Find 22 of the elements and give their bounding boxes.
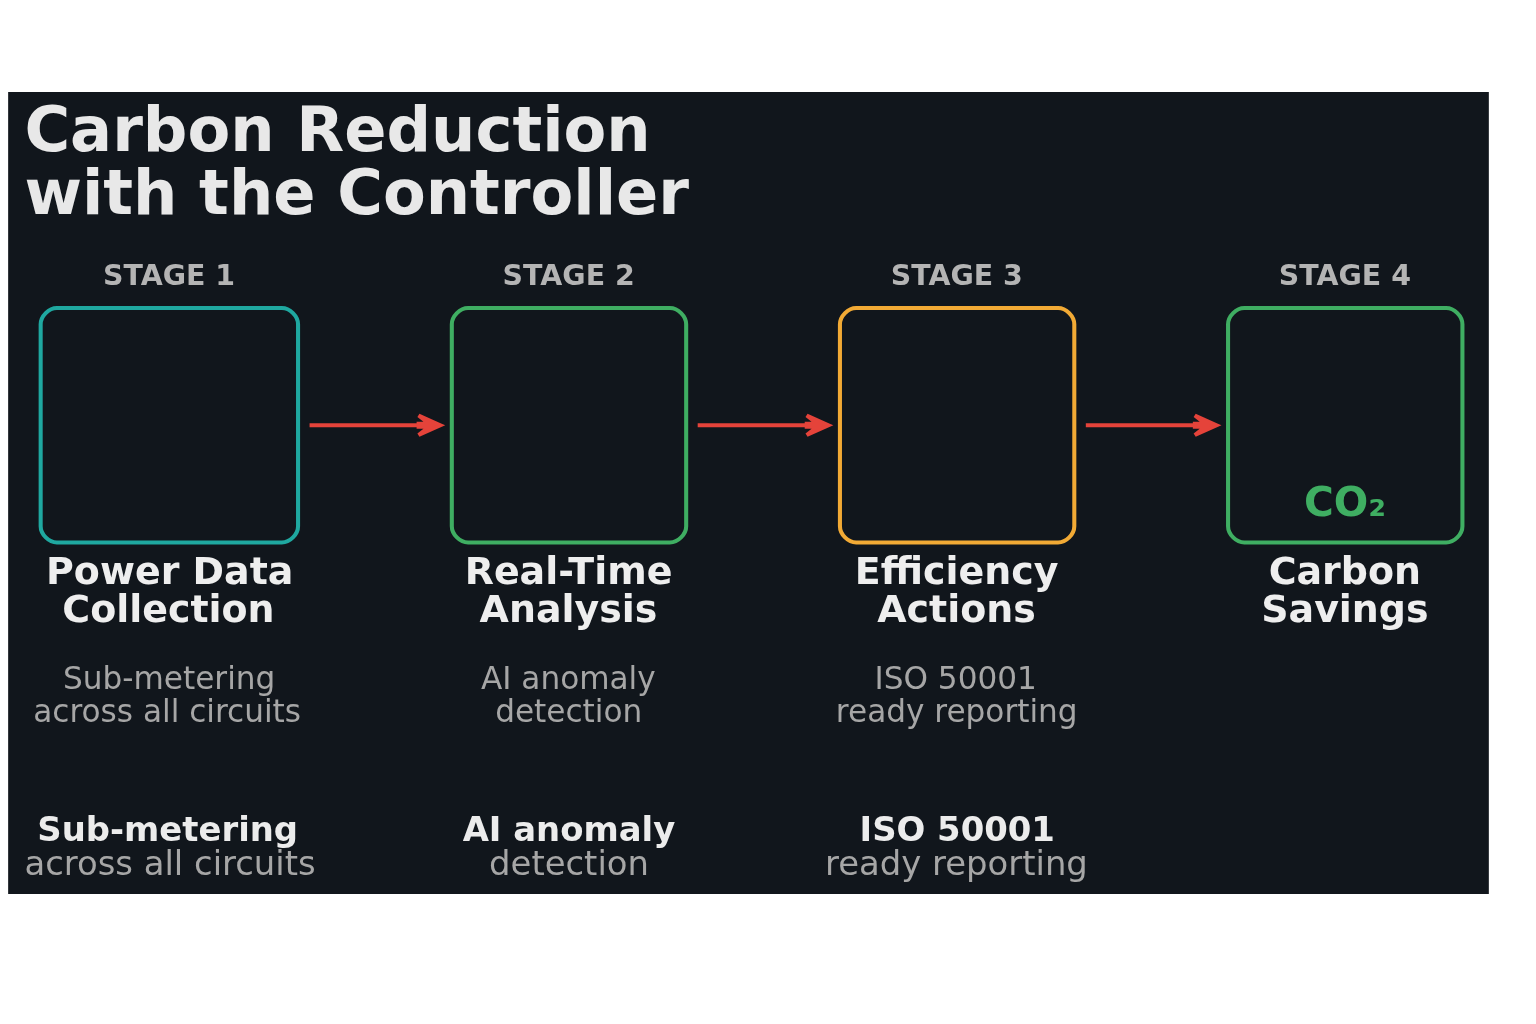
- node-label: STAGE 1: [102, 258, 236, 292]
- node-label: STAGE 2: [502, 258, 635, 292]
- arrow: [309, 412, 443, 437]
- node-box: CO₂: [1226, 305, 1465, 544]
- node-label: STAGE 4: [1278, 258, 1411, 292]
- node-label: AI anomaly detection: [480, 659, 656, 729]
- node-box: [449, 305, 689, 544]
- diagram-title: Carbon Reduction with the Controller: [24, 92, 690, 229]
- label: AI anomaly detection: [462, 809, 676, 883]
- node-label: Power Data Collection: [46, 548, 294, 631]
- node-label: Real-Time Analysis: [464, 548, 673, 631]
- node-box: [837, 305, 1077, 544]
- node-label: Carbon Savings: [1261, 548, 1429, 631]
- node-label: ISO 50001 ready reporting: [835, 659, 1078, 729]
- node-label: STAGE 3: [890, 258, 1023, 292]
- node-label: Sub-metering across all circuits: [33, 659, 302, 729]
- node-label: Efficiency Actions: [854, 548, 1059, 631]
- arrow: [1085, 412, 1219, 437]
- label: Sub-metering across all circuits: [24, 809, 316, 883]
- arrow: [697, 412, 831, 437]
- node-box: [38, 305, 301, 544]
- label: ISO 50001 ready reporting: [825, 809, 1088, 883]
